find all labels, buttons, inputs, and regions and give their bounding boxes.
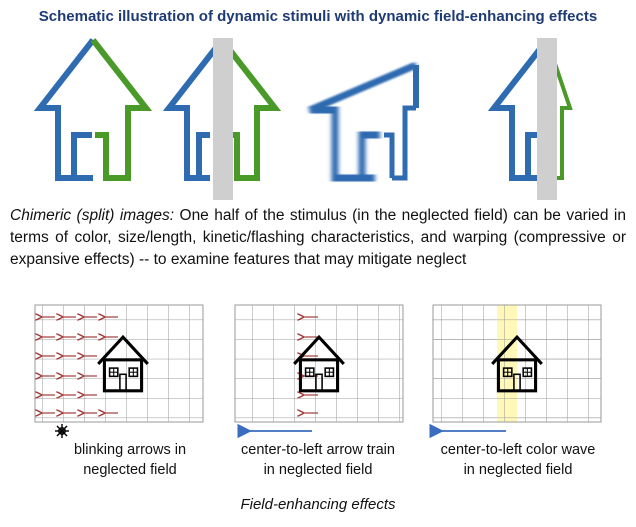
house-split-plain [33, 38, 153, 181]
house-compressed-occluder [487, 38, 573, 200]
caption-lead: Chimeric (split) images: [10, 207, 175, 224]
panel-2-label: center-to-left arrow train in neglected … [218, 440, 418, 480]
caption-body: One half of the stimulus (in the neglect… [10, 207, 626, 268]
panel-blinking-arrows [34, 304, 204, 438]
diagram-title: Schematic illustration of dynamic stimul… [38, 8, 598, 25]
panel-3-label-line1: center-to-left color wave [440, 442, 596, 458]
occluder-bar [537, 38, 557, 200]
panel-3-label: center-to-left color wave in neglected f… [418, 440, 618, 480]
footer-caption: Field-enhancing effects [240, 496, 396, 513]
caption-paragraph: Chimeric (split) images: One half of the… [10, 205, 626, 271]
red-arrows [41, 317, 118, 413]
house-warped-blurred [308, 61, 419, 182]
field-enhancing-panels [34, 304, 602, 439]
panel-3-label-line2: in neglected field [463, 462, 573, 478]
panel-2-label-line2: in neglected field [263, 462, 373, 478]
house-split-occluder [162, 38, 282, 200]
panel-1-label-line2: neglected field [83, 462, 177, 478]
panel-1-label: blinking arrows in neglected field [40, 440, 220, 480]
red-arrow-column [303, 317, 318, 413]
panel-arrow-train [234, 304, 404, 439]
panel-color-wave [429, 304, 602, 439]
panel-2-label-line1: center-to-left arrow train [241, 442, 395, 458]
chimeric-houses-row [33, 38, 573, 200]
sparkle-icon [55, 424, 69, 438]
panel-1-label-line1: blinking arrows in [73, 442, 187, 458]
occluder-bar [213, 38, 233, 200]
